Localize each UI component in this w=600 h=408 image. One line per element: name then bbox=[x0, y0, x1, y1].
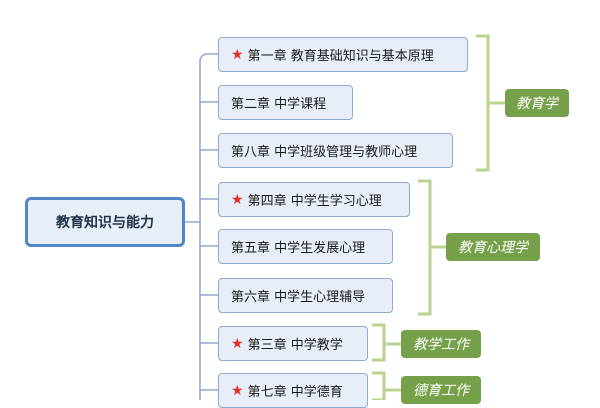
chapter-label: 第二章 中学课程 bbox=[231, 97, 327, 112]
chapter-node[interactable]: 第二章 中学课程 bbox=[218, 85, 353, 120]
group-tag-label: 教育心理学 bbox=[458, 240, 528, 256]
chapter-label: 第五章 中学生发展心理 bbox=[231, 241, 366, 256]
group-tag-label: 教育学 bbox=[516, 96, 558, 112]
chapter-node[interactable]: 第八章 中学班级管理与教师心理 bbox=[218, 133, 453, 168]
star-icon: ★ bbox=[231, 335, 244, 352]
bracket-moral-education bbox=[372, 371, 401, 400]
chapter-node[interactable]: ★ 第一章 教育基础知识与基本原理 bbox=[218, 37, 468, 72]
group-tag-pedagogy[interactable]: 教育学 bbox=[505, 89, 569, 117]
bracket-educational-psychology bbox=[418, 179, 446, 316]
group-tag-teaching-work[interactable]: 教学工作 bbox=[401, 330, 481, 358]
root-node-label: 教育知识与能力 bbox=[56, 215, 154, 231]
star-icon: ★ bbox=[231, 191, 244, 208]
bracket-pedagogy bbox=[476, 34, 505, 172]
chapter-label: 第三章 中学教学 bbox=[247, 338, 343, 353]
chapter-label: 第八章 中学班级管理与教师心理 bbox=[231, 145, 418, 160]
group-tag-label: 教学工作 bbox=[413, 337, 469, 353]
chapter-label: 第四章 中学生学习心理 bbox=[247, 194, 382, 209]
bracket-teaching-work bbox=[372, 323, 401, 362]
group-tag-moral-education[interactable]: 德育工作 bbox=[401, 376, 481, 404]
chapter-node[interactable]: ★ 第三章 中学教学 bbox=[218, 326, 368, 361]
chapter-node[interactable]: ★ 第七章 中学德育 bbox=[218, 373, 368, 408]
connector-layer bbox=[185, 53, 218, 400]
chapter-label: 第七章 中学德育 bbox=[247, 385, 343, 400]
star-icon: ★ bbox=[231, 46, 244, 63]
group-tag-educational-psychology[interactable]: 教育心理学 bbox=[446, 233, 540, 261]
star-icon: ★ bbox=[231, 382, 244, 399]
chapter-label: 第一章 教育基础知识与基本原理 bbox=[247, 49, 434, 64]
chapter-node[interactable]: 第五章 中学生发展心理 bbox=[218, 229, 393, 264]
branch-connector bbox=[199, 53, 218, 63]
group-tag-label: 德育工作 bbox=[413, 383, 469, 399]
chapter-node[interactable]: ★ 第四章 中学生学习心理 bbox=[218, 182, 410, 217]
root-node[interactable]: 教育知识与能力 bbox=[25, 197, 185, 247]
bracket-layer bbox=[372, 34, 505, 400]
chapter-label: 第六章 中学生心理辅导 bbox=[231, 290, 366, 305]
chapter-node[interactable]: 第六章 中学生心理辅导 bbox=[218, 278, 393, 313]
